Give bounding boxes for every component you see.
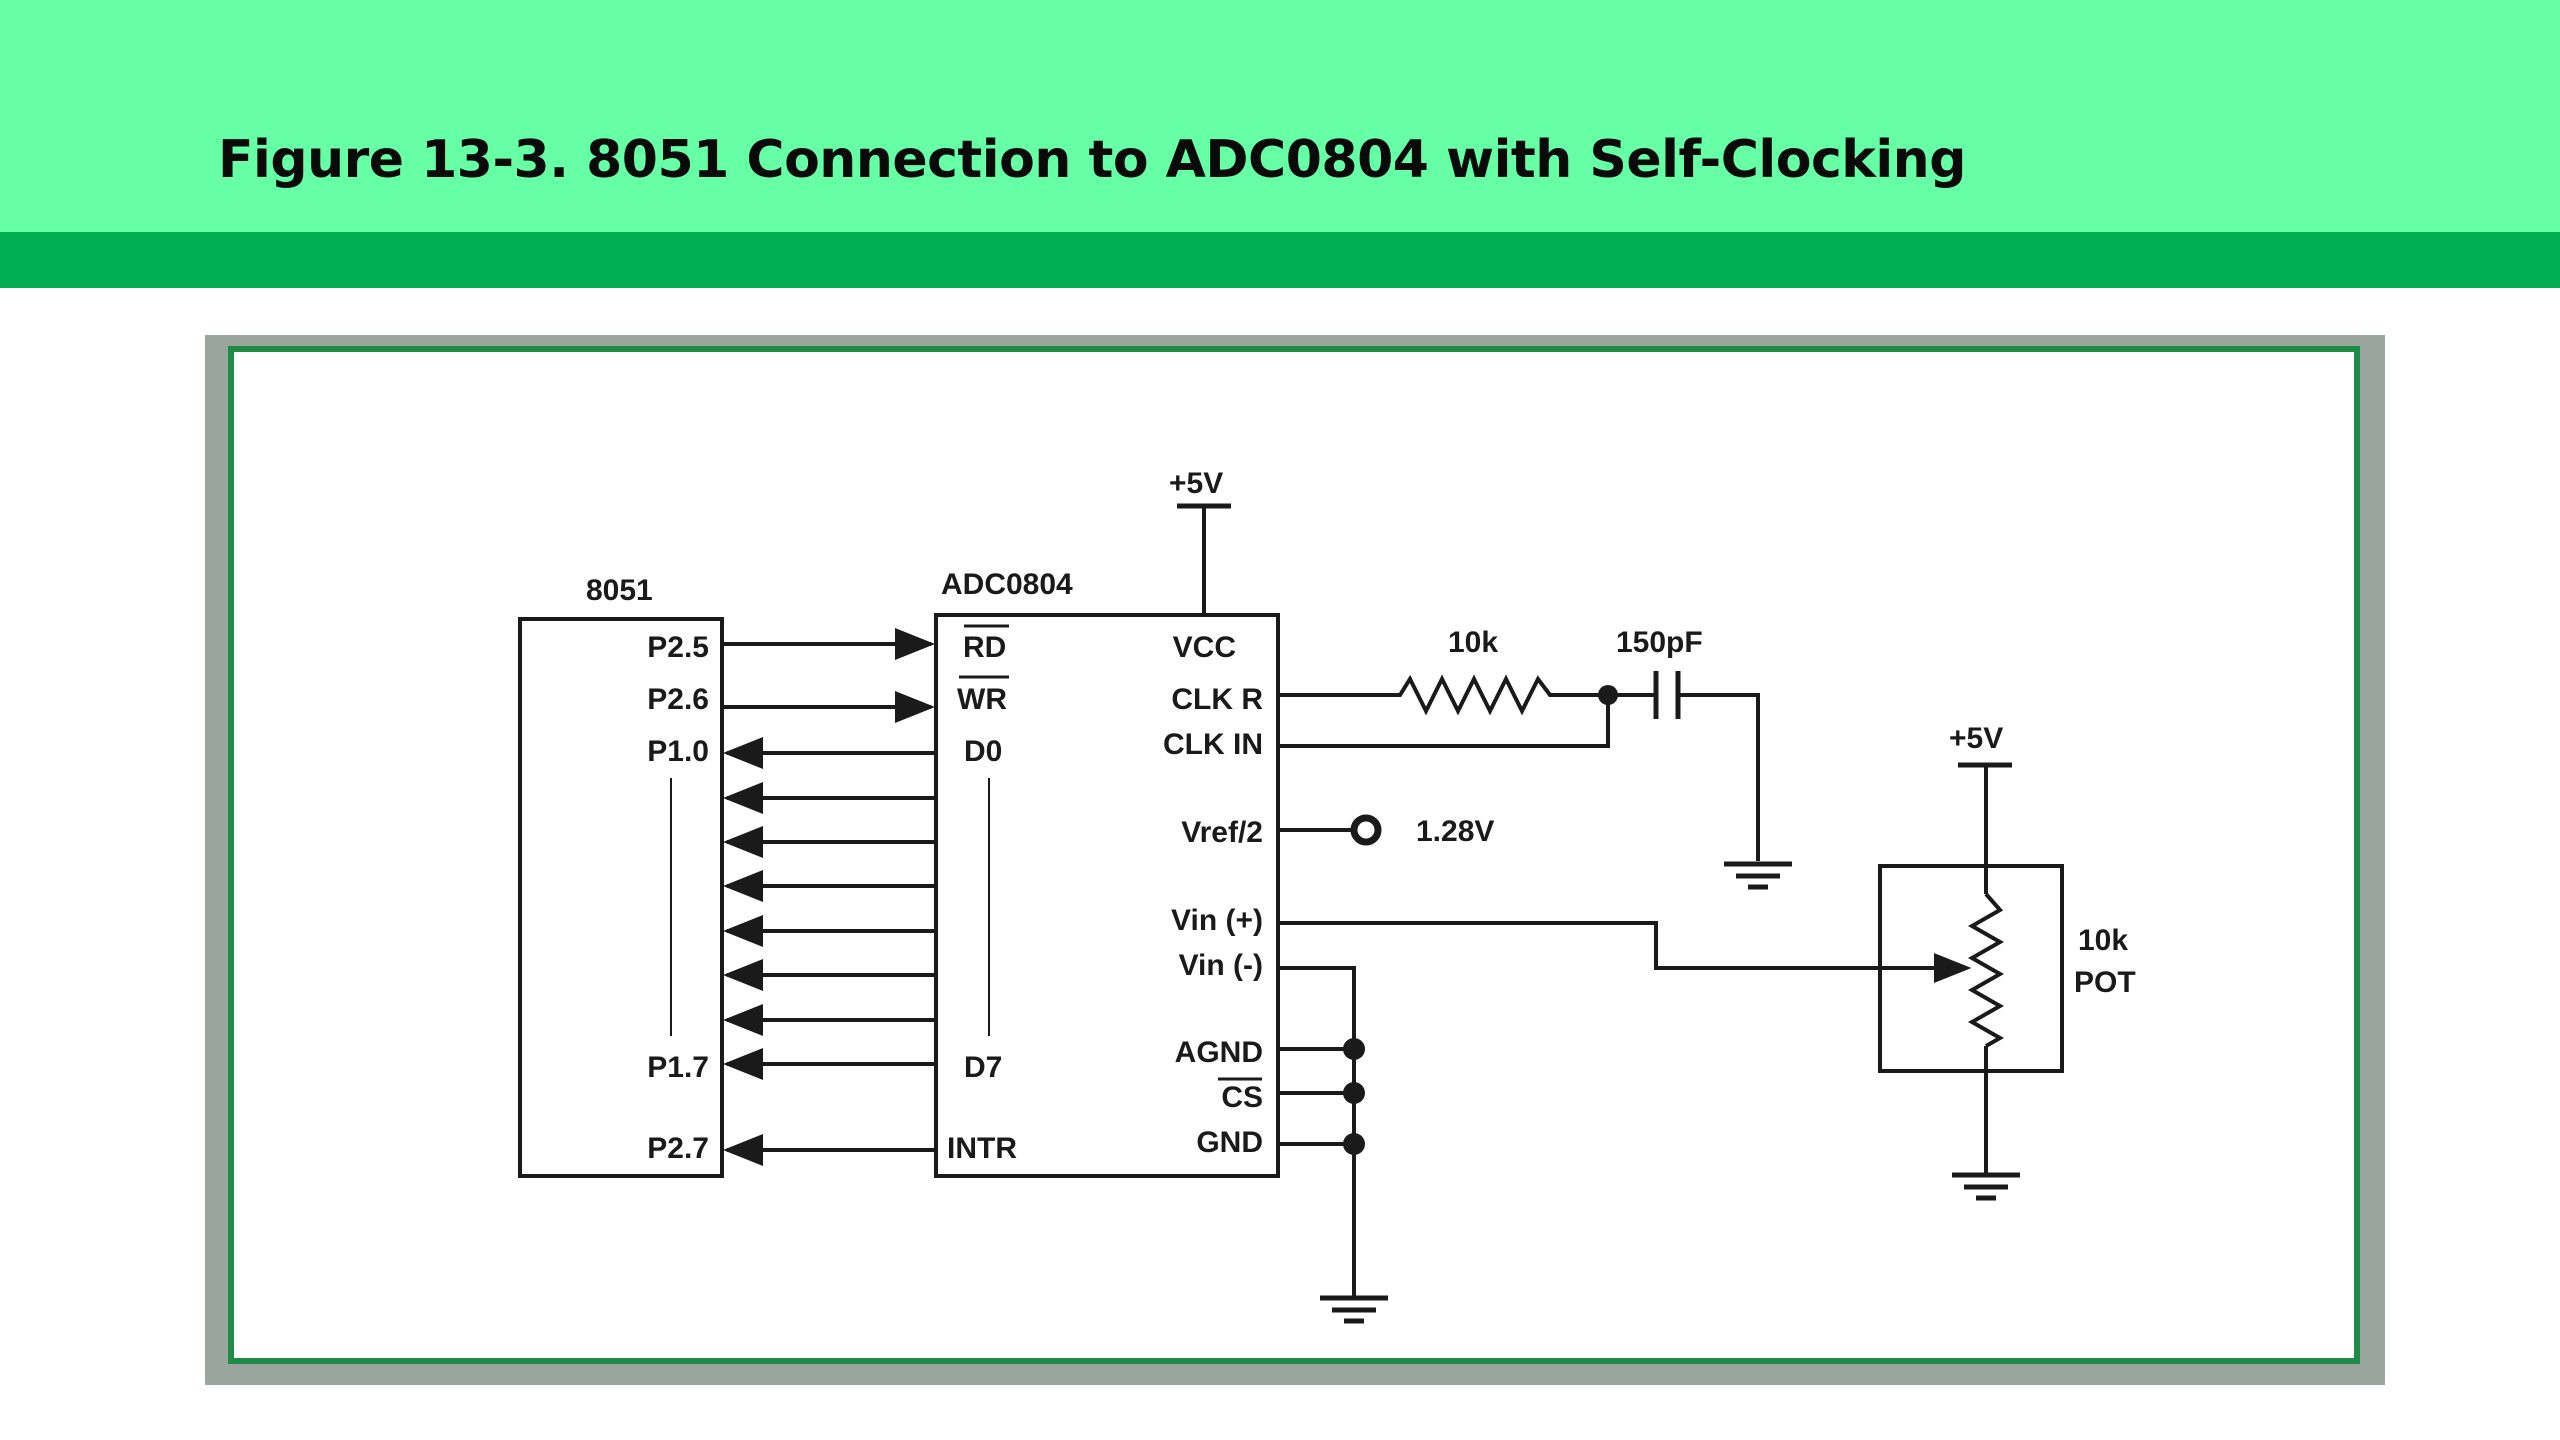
adc-pin-rd: RD bbox=[963, 631, 1006, 664]
junction-clk bbox=[1598, 685, 1618, 705]
vref-value-label: 1.28V bbox=[1416, 815, 1494, 848]
supply-label-pot: +5V bbox=[1949, 722, 2003, 755]
schematic-diagram: 8051 ADC0804 +5V P2.5 P2.6 P1.0 P1.7 P2.… bbox=[518, 467, 2136, 1324]
adc-pin-wr: WR bbox=[957, 683, 1007, 716]
mcu-pin-p1-0: P1.0 bbox=[647, 735, 709, 768]
wire-vin-plus bbox=[1278, 921, 1951, 970]
pot-box bbox=[1878, 864, 2064, 1073]
junction-gnd bbox=[1343, 1133, 1365, 1155]
pot-wiper-arrow bbox=[1934, 953, 1972, 983]
resistor-10k bbox=[1278, 674, 1608, 716]
adc-pin-d0: D0 bbox=[964, 735, 1002, 768]
adc-pin-clk-r: CLK R bbox=[1171, 683, 1263, 716]
mcu-pin-p2-7: P2.7 bbox=[647, 1132, 709, 1165]
adc-pin-cs: CS bbox=[1221, 1081, 1263, 1114]
adc0804-box bbox=[934, 613, 1280, 1178]
figure-frame: 8051 ADC0804 +5V P2.5 P2.6 P1.0 P1.7 P2.… bbox=[228, 346, 2360, 1364]
adc-pin-vref: Vref/2 bbox=[1181, 816, 1263, 849]
slide-title: Figure 13-3. 8051 Connection to ADC0804 … bbox=[218, 130, 1966, 190]
junction-cs bbox=[1343, 1082, 1365, 1104]
adc-pin-vcc: VCC bbox=[1173, 631, 1236, 664]
header-band bbox=[0, 232, 2560, 288]
mcu-pin-p2-6: P2.6 bbox=[647, 683, 709, 716]
adc-pin-intr: INTR bbox=[947, 1132, 1017, 1165]
capacitor-label: 150pF bbox=[1616, 626, 1703, 659]
resistor-label: 10k bbox=[1448, 626, 1498, 659]
wire-cap-to-ground bbox=[1678, 693, 1760, 861]
adc-pin-d7: D7 bbox=[964, 1051, 1002, 1084]
mcu-pin-p1-7: P1.7 bbox=[647, 1051, 709, 1084]
wire-vin-minus bbox=[1278, 966, 1356, 1298]
mcu-label: 8051 bbox=[586, 574, 653, 607]
adc-pin-vin-plus: Vin (+) bbox=[1171, 904, 1263, 937]
pot-resistor bbox=[1967, 892, 2005, 1048]
mcu-8051-box bbox=[518, 617, 724, 1178]
pot-label-name: POT bbox=[2074, 966, 2136, 999]
vref-terminal bbox=[1350, 814, 1382, 846]
wire-clk-in bbox=[1278, 695, 1610, 748]
adc-pin-clk-in: CLK IN bbox=[1163, 728, 1263, 761]
junction-agnd bbox=[1343, 1038, 1365, 1060]
adc-pin-vin-minus: Vin (-) bbox=[1179, 949, 1263, 982]
adc-pin-agnd: AGND bbox=[1175, 1036, 1263, 1069]
adc-label: ADC0804 bbox=[941, 568, 1073, 601]
slide-header: Figure 13-3. 8051 Connection to ADC0804 … bbox=[0, 0, 2560, 232]
pot-label-value: 10k bbox=[2078, 924, 2128, 957]
mcu-pin-p2-5: P2.5 bbox=[647, 631, 709, 664]
supply-label-adc: +5V bbox=[1169, 467, 1223, 500]
adc-pin-gnd: GND bbox=[1196, 1126, 1263, 1159]
